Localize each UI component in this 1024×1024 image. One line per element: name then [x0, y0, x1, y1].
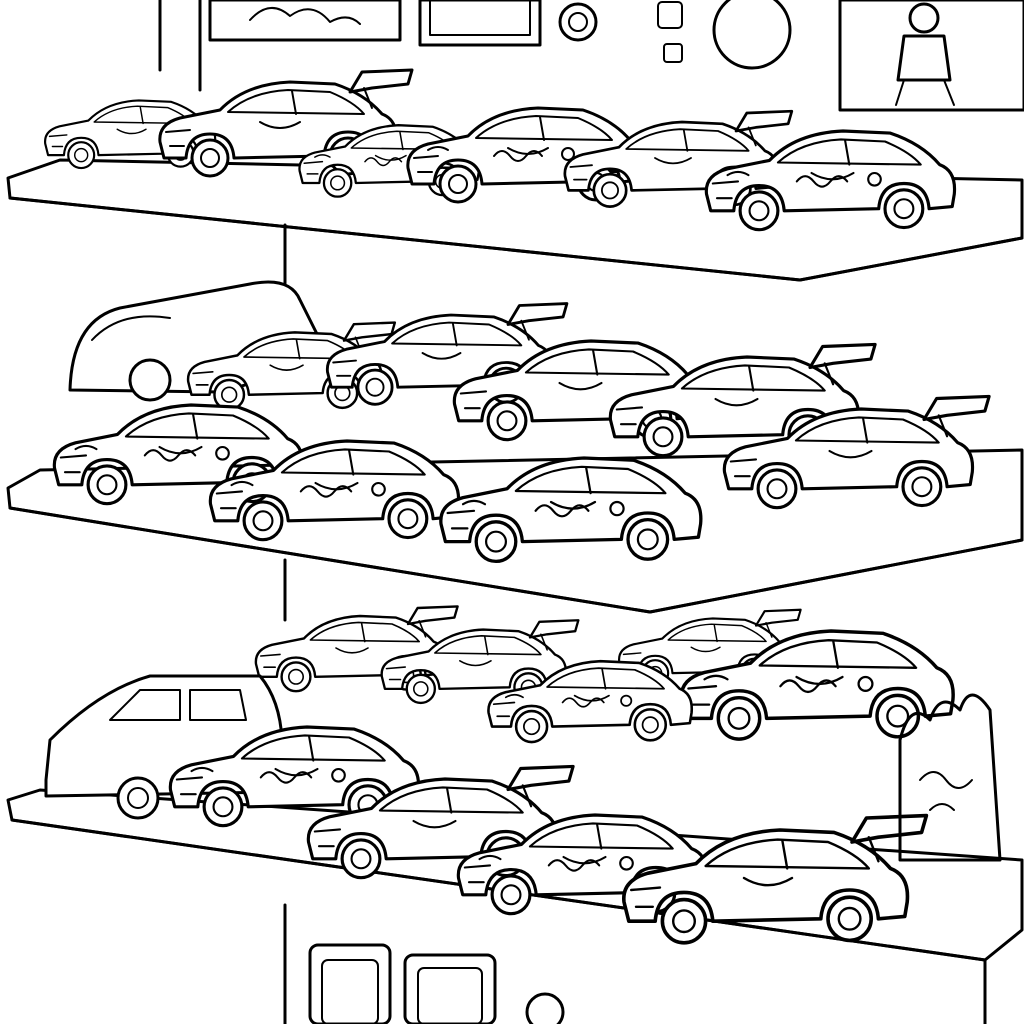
back-wall [158, 0, 1024, 112]
car [488, 661, 691, 742]
bottom-shelf-cars [44, 606, 1002, 942]
middle-shelf-cars [54, 280, 989, 561]
